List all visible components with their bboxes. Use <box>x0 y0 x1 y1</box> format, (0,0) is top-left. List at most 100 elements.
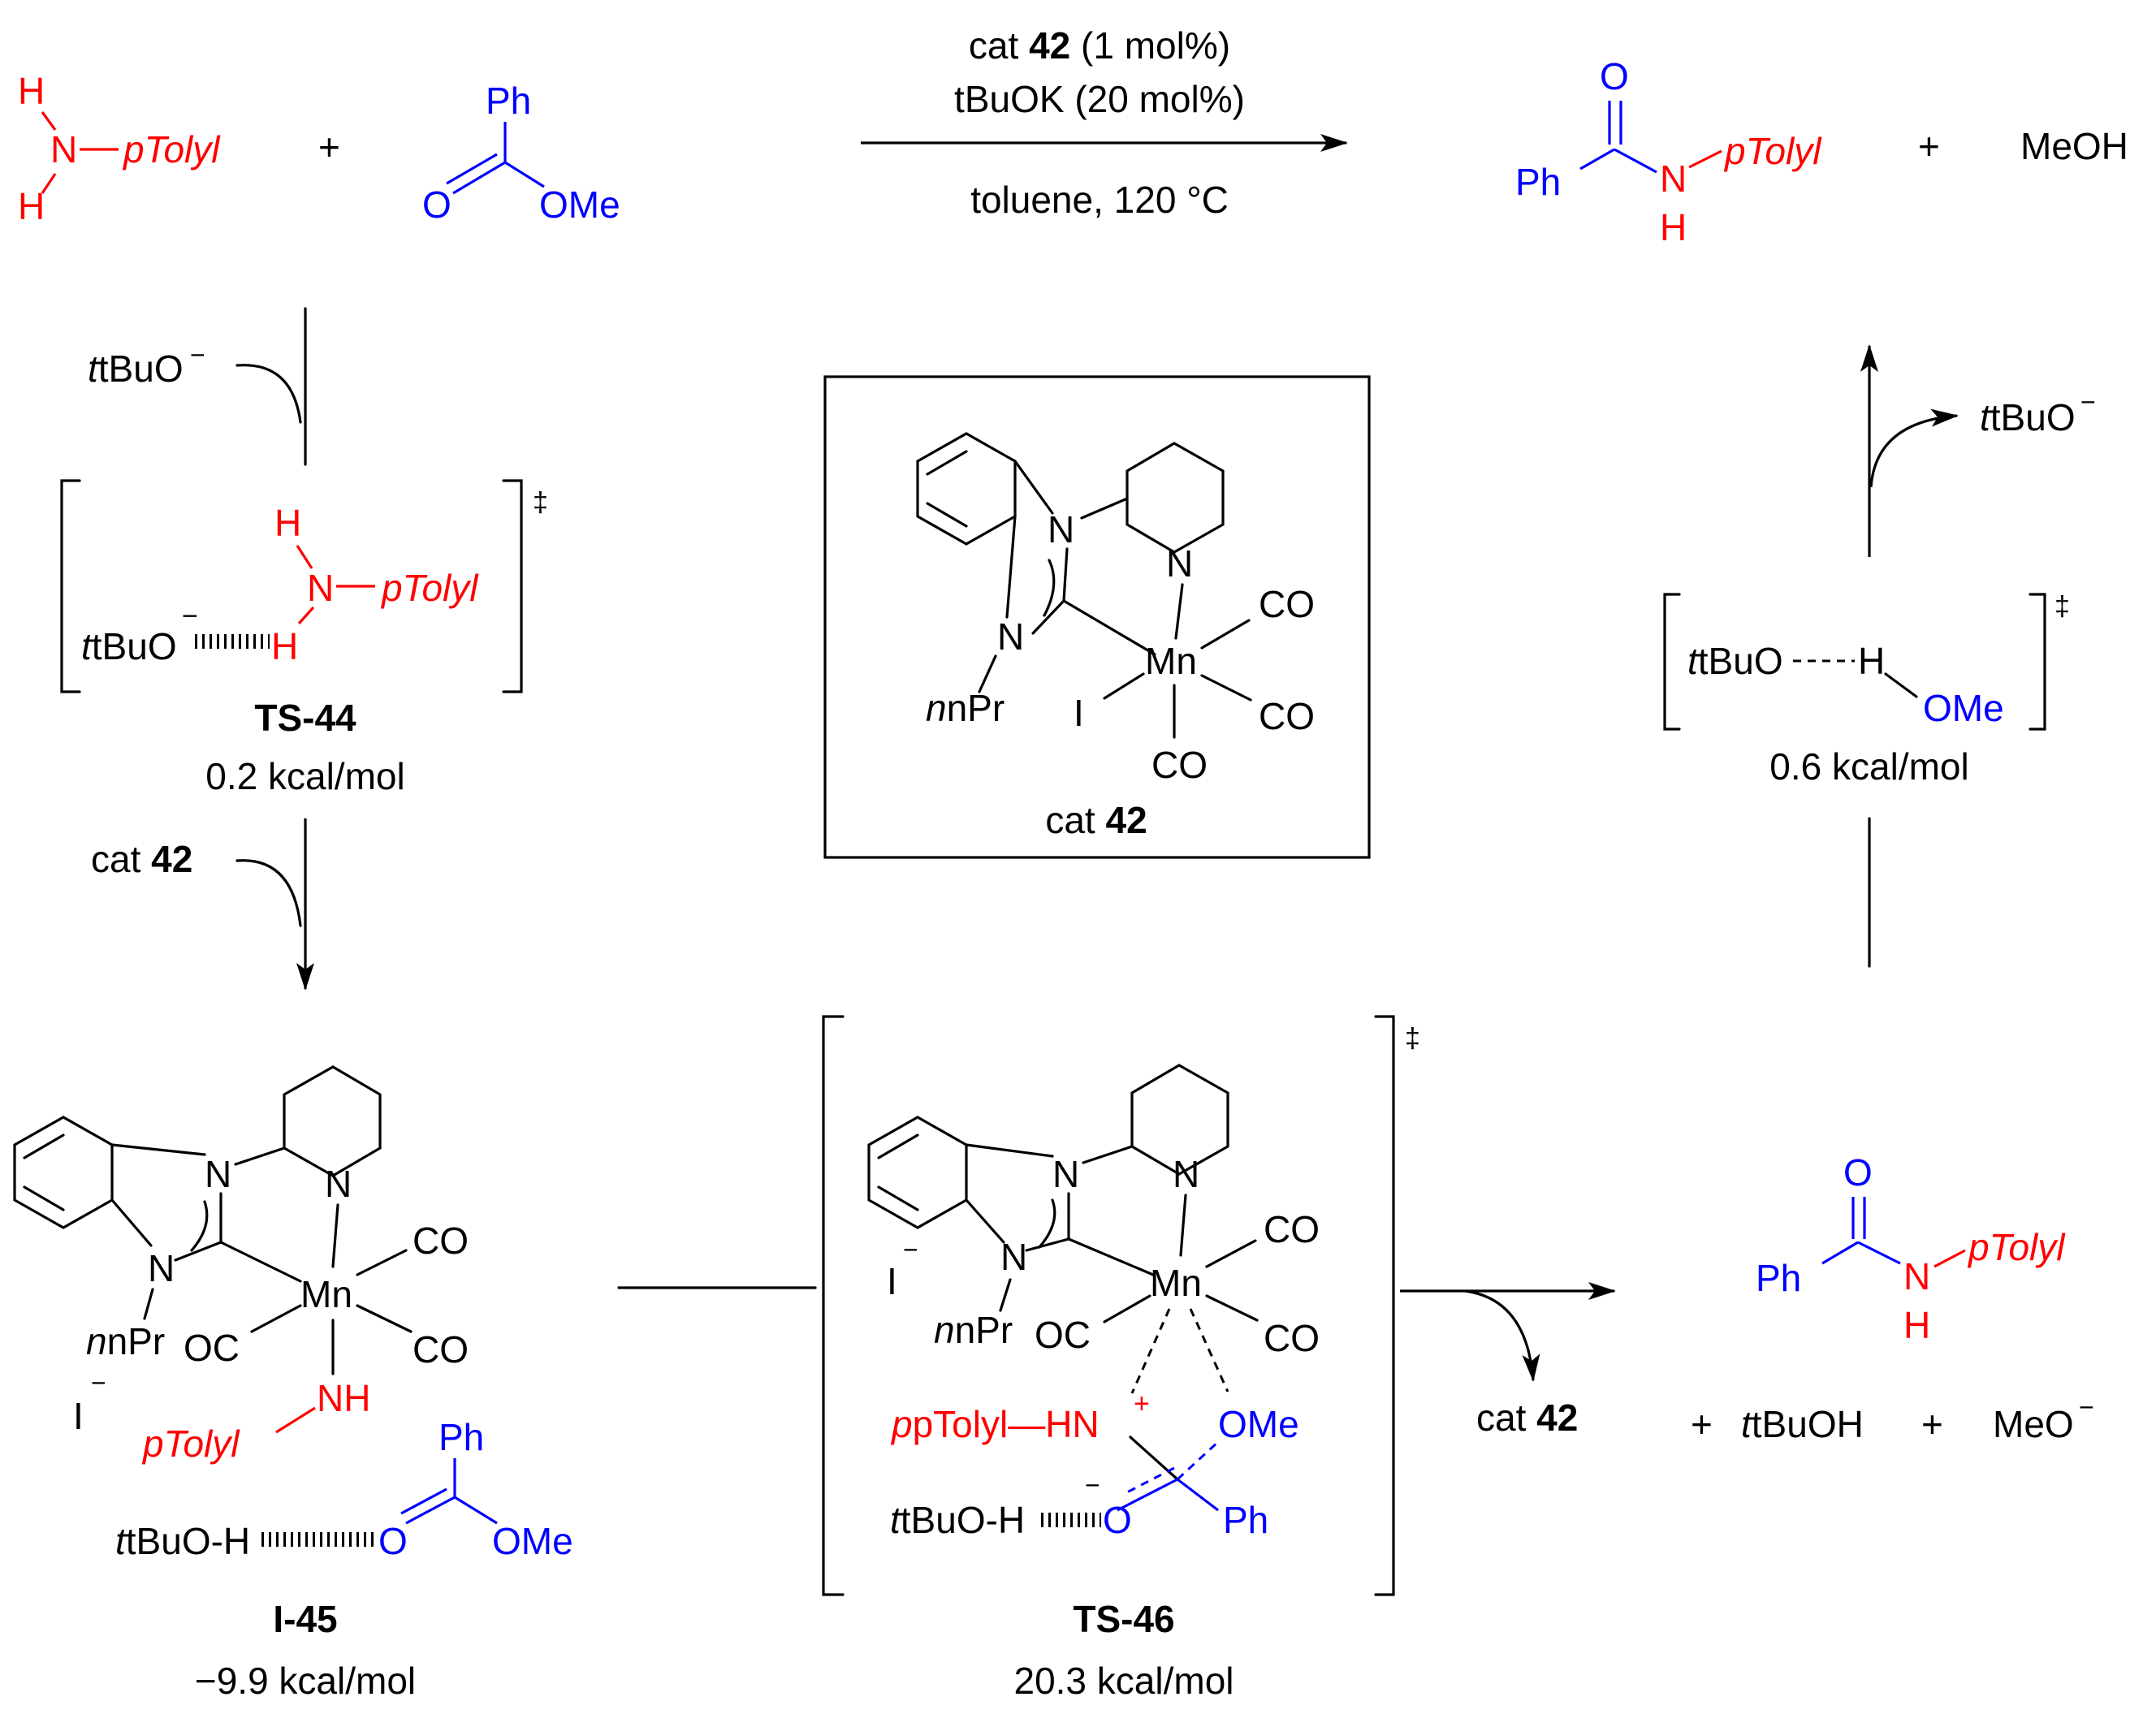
ts46-bond-c-o <box>1117 1478 1178 1512</box>
step3-released: cat 42 <box>1476 1397 1578 1439</box>
cat42-npr: nnPr <box>926 687 1005 729</box>
ts46-dash-c-o <box>1123 1466 1175 1496</box>
i45-co1: CO <box>413 1220 469 1262</box>
ts44-dagger: ‡ <box>533 487 548 518</box>
i45-delocalized-arc <box>190 1200 209 1252</box>
i45-energy: −9.9 kcal/mol <box>195 1660 416 1702</box>
ts46-npr: nnPr <box>934 1309 1013 1351</box>
ts46-bond-n1-py <box>1082 1145 1134 1164</box>
ts46-bond-mn-co1 <box>1205 1239 1257 1268</box>
i45-bond-c-o-2 <box>400 1487 447 1515</box>
ts46-bond-c-ph <box>1177 1478 1219 1512</box>
top-conditions: cat 42 (1 mol%) tBuOK (20 mol%) toluene,… <box>861 24 1348 221</box>
step1-charge: − <box>190 340 205 369</box>
conditions-line2: tBuOK (20 mol%) <box>954 78 1245 120</box>
cat42-benzo-inner-2 <box>926 502 968 528</box>
ts46-dash-c-ome <box>1176 1439 1221 1481</box>
cat42-pyridine-ring <box>1126 442 1225 554</box>
ts44-energy: 0.2 kcal/mol <box>205 755 404 797</box>
cat42-co3: CO <box>1151 744 1208 786</box>
i45-bond-mn-co1 <box>356 1249 408 1276</box>
i45-bond-n2-pr <box>143 1288 154 1320</box>
cat42-bond-n2-pr <box>978 654 997 693</box>
ts46-bond-n2-c2 <box>1025 1237 1070 1252</box>
cat42-caption: cat 42 <box>1045 799 1147 841</box>
bond-nh-bottom <box>41 173 57 194</box>
plus-sign: + <box>318 126 340 168</box>
lower-bond-c-n <box>1857 1241 1901 1265</box>
ts44-bracket-left <box>60 479 81 693</box>
i45-n2: N <box>148 1247 175 1289</box>
cat42-benzo-ring <box>916 432 1017 546</box>
amine-ptolyl: pTolyl <box>122 128 221 171</box>
amine-h-bottom: H <box>18 185 45 227</box>
product-plus: + <box>1918 125 1940 167</box>
i45-n1: N <box>205 1153 231 1195</box>
product-n: N <box>1660 158 1687 200</box>
ts44-n: N <box>307 567 334 609</box>
step4-charge: − <box>2080 387 2096 417</box>
step4-curved-out <box>1869 408 1959 488</box>
i45-mn: Mn <box>300 1273 352 1315</box>
amine-n: N <box>50 128 77 171</box>
conditions-line1: cat 42 (1 mol%) <box>969 24 1230 67</box>
lower-bond-n-tolyl <box>1933 1249 1966 1268</box>
ts44-bracket-right <box>502 479 523 693</box>
conditions-line3: toluene, 120 °C <box>970 179 1229 221</box>
ts46-dash-mn-o <box>1189 1308 1229 1392</box>
cat42-mn: Mn <box>1145 640 1197 682</box>
ts46-iodide-charge: − <box>903 1235 918 1264</box>
product-meoh: MeOH <box>2020 125 2128 167</box>
ts46-oc: OC <box>1035 1314 1091 1356</box>
i45-bond-n2-c2 <box>174 1241 223 1262</box>
cat42-benzo-inner-1 <box>926 450 968 476</box>
ts46: ‡ N N N I − nnPr Mn CO CO OC ppTolyl—HN … <box>822 1015 1420 1702</box>
methyl-benzoate-reactant: Ph O OMe <box>422 80 620 226</box>
ts46-delocalized-arc <box>1038 1198 1056 1249</box>
cat42-bond-c-n2 <box>1005 515 1017 619</box>
cat42-box: N N N nnPr Mn CO CO CO I cat 42 <box>823 375 1371 859</box>
i45-oc: OC <box>184 1327 240 1369</box>
bond-c-o-2 <box>446 153 498 185</box>
ester-o: O <box>422 183 452 226</box>
ts46-bond-c-n1 <box>965 1143 1054 1158</box>
ts-right-ome: OMe <box>1923 687 2004 729</box>
ts46-n1: N <box>1052 1153 1079 1195</box>
ts46-mn: Mn <box>1150 1262 1202 1304</box>
ts-right-bracket-right <box>2029 593 2046 731</box>
ts44-bond-h-n <box>296 545 313 569</box>
step3-arrow: cat 42 <box>1400 1282 1616 1439</box>
i45-benzo-inner-1 <box>23 1133 65 1159</box>
amide-product-lower: O Ph N H pTolyl + ttBuOH + MeO − <box>1691 1151 2094 1445</box>
i45-bond-n1-py <box>234 1146 286 1166</box>
i45-bond-c-ome <box>454 1496 498 1525</box>
i45-nh: NH <box>317 1377 370 1419</box>
cat42-bond-n1-c2 <box>1062 547 1069 602</box>
product-o: O <box>1600 55 1629 97</box>
i45-bond-mn-co2 <box>356 1304 413 1333</box>
lower-plus2: + <box>1921 1403 1943 1445</box>
step1-curved-in <box>235 364 302 424</box>
ts44-h-top: H <box>274 502 301 544</box>
ts46-tbuoh: ttBuO-H <box>890 1499 1025 1541</box>
i45-bond-c2-mn <box>219 1241 302 1283</box>
ts46-bond-c2-mn <box>1067 1237 1155 1276</box>
i45-pyridine-ring <box>283 1065 382 1177</box>
product-ptolyl: pTolyl <box>1723 130 1822 172</box>
ts44-tbuo: ttBuO <box>81 625 177 667</box>
ts44-charge: − <box>182 601 198 632</box>
step3-curved-out <box>1464 1289 1540 1382</box>
ts44-label: TS-44 <box>254 697 356 739</box>
product-h: H <box>1660 206 1687 248</box>
ts46-o: O <box>1103 1499 1132 1541</box>
cat42-co2: CO <box>1259 695 1315 737</box>
ts46-dash-mn-n <box>1130 1308 1171 1394</box>
ts44-h-bottom: H <box>271 625 298 667</box>
ts-right: ‡ ttBuO H OMe 0.6 kcal/mol <box>1663 591 2070 788</box>
ts46-npy: N <box>1173 1153 1199 1195</box>
cat42-n2: N <box>997 615 1024 658</box>
ts46-co1: CO <box>1264 1208 1320 1250</box>
ts46-ph: Ph <box>1223 1499 1268 1541</box>
ts46-ptolyl-hn: ppTolyl—HN <box>890 1403 1100 1445</box>
